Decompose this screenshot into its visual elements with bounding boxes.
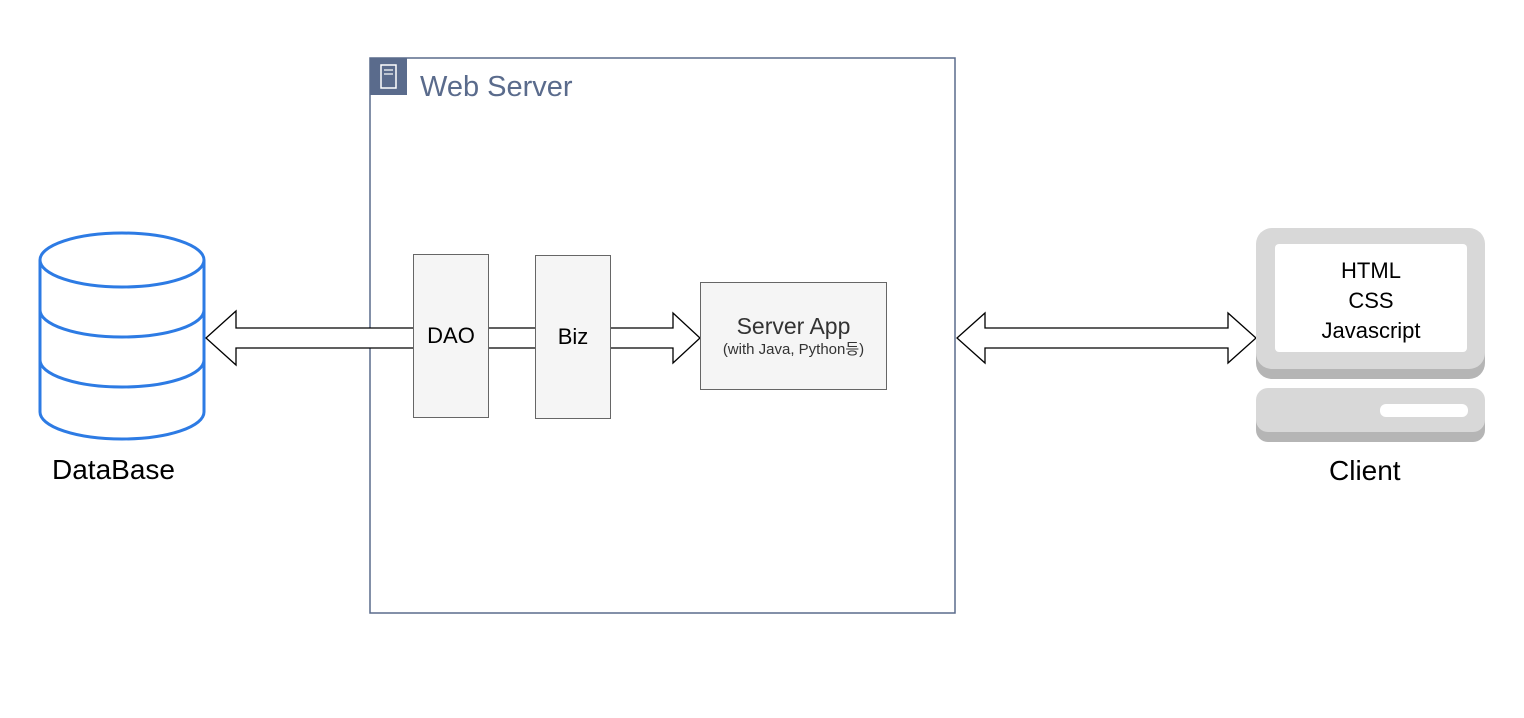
database-icon: [38, 231, 206, 441]
server-icon: [370, 58, 407, 95]
client-label: Client: [1329, 455, 1401, 486]
biz-label: Biz: [557, 322, 589, 352]
db-dao-arrow: [205, 309, 421, 367]
server-app-sublabel: (with Java, Python등): [722, 341, 865, 358]
server-client-arrow: [956, 311, 1257, 365]
web-server-title: Web Server: [420, 71, 573, 103]
screen-line-css: CSS: [1348, 288, 1394, 313]
biz-box: Biz: [535, 255, 611, 419]
biz-serverapp-arrow: [610, 311, 701, 365]
computer-icon: [1256, 228, 1485, 442]
dao-box: DAO: [413, 254, 489, 418]
server-app-label: Server App: [736, 313, 851, 339]
screen-line-html: HTML: [1341, 258, 1401, 283]
client-screen-text: HTML CSS Javascript: [1275, 256, 1467, 346]
screen-line-javascript: Javascript: [1321, 318, 1421, 343]
database-label: DataBase: [52, 454, 175, 485]
dao-biz-connector: [488, 327, 536, 349]
dao-label: DAO: [427, 321, 475, 351]
server-app-box: Server App (with Java, Python등): [700, 282, 887, 390]
